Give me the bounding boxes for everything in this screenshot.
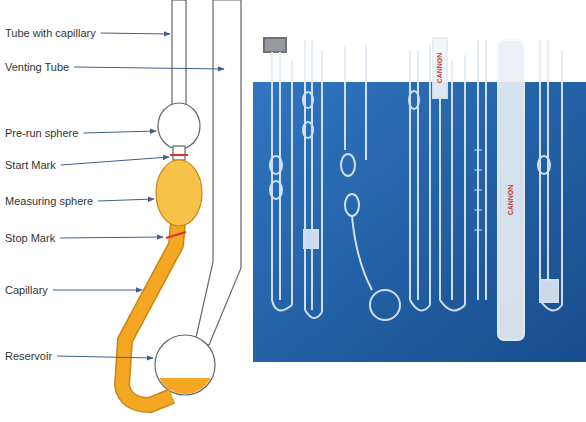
leader-arrow (74, 67, 224, 69)
brand-mark: CANNON (436, 53, 444, 84)
part-label: Pre-run sphere (5, 127, 78, 140)
brand-mark: CANNON (507, 185, 515, 216)
leader-arrow (98, 199, 154, 201)
part-label: Capillary (5, 284, 48, 297)
part-label: Venting Tube (5, 61, 69, 74)
part-label: Measuring sphere (5, 195, 93, 208)
photo (253, 38, 586, 362)
part-label: Stop Mark (5, 232, 55, 245)
leader-arrow (83, 131, 156, 133)
leader-arrow (53, 290, 142, 291)
part-label: Start Mark (5, 159, 56, 172)
leader-arrow (61, 157, 169, 165)
leader-arrow (101, 33, 170, 34)
part-label: Reservoir (5, 350, 52, 363)
leader-arrow (60, 237, 163, 238)
viscometer-drawing (122, 0, 241, 408)
leader-arrow (57, 356, 153, 358)
part-label: Tube with capillary (5, 27, 96, 40)
